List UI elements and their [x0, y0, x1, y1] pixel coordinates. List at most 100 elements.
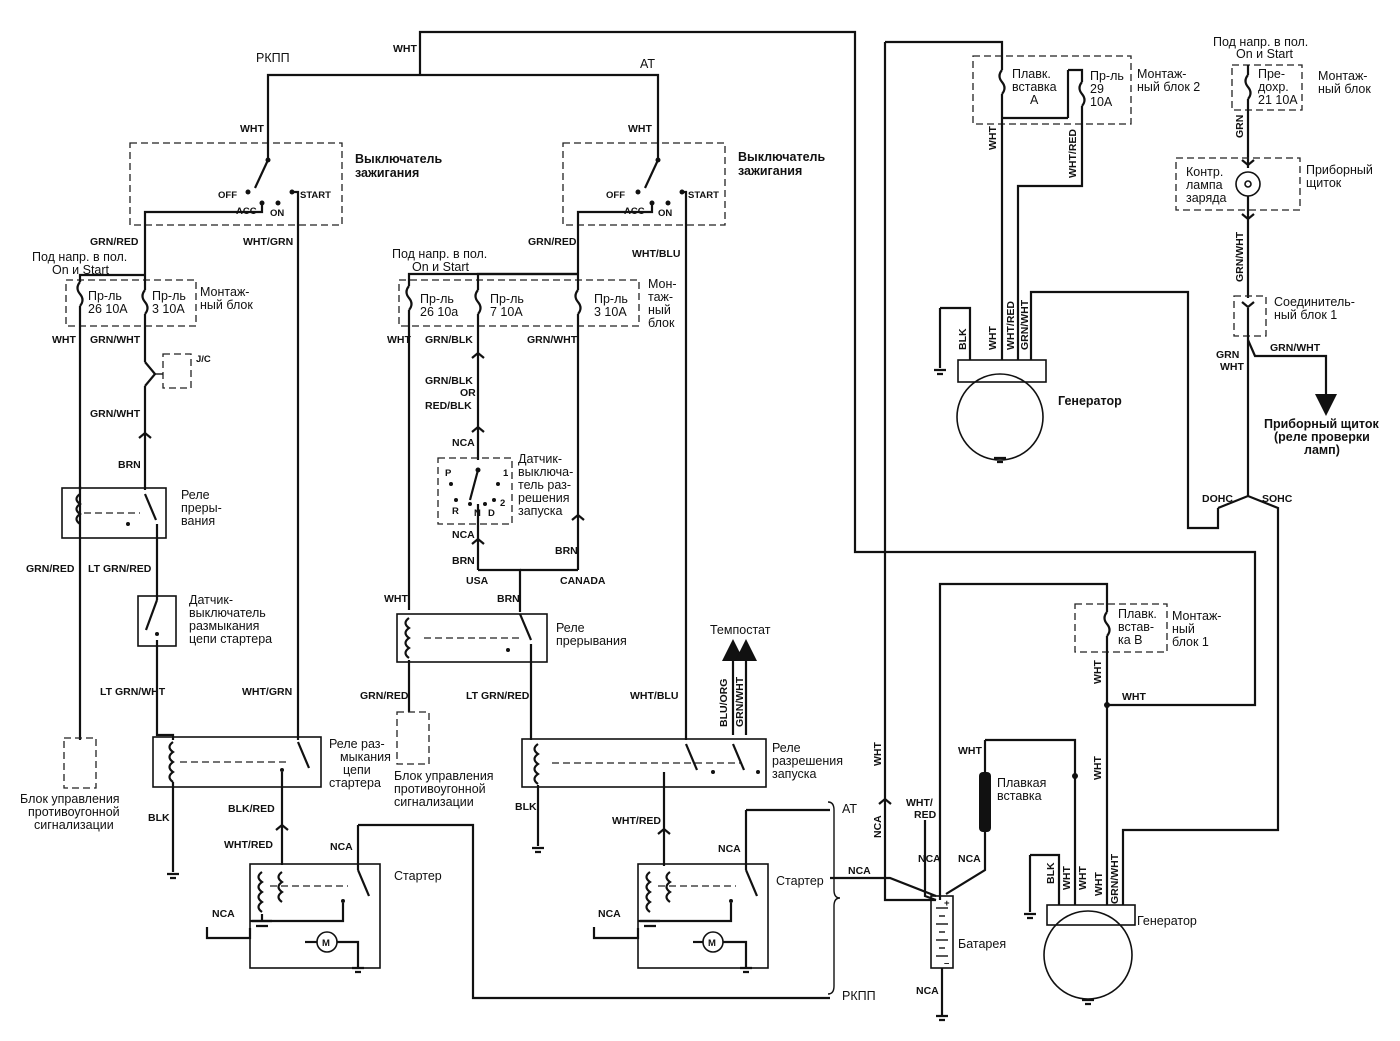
- cl-relay-l3: ламп): [1304, 443, 1340, 457]
- fusible-l1: Плавкая: [997, 776, 1046, 790]
- relay-perm-l3: запуска: [772, 767, 817, 781]
- wire-wht-14: WHT: [1061, 866, 1073, 890]
- wire-brn-4: BRN: [497, 593, 520, 605]
- pwr-r-1: Под напр. в пол.: [1213, 35, 1308, 49]
- wire-wht-grn-2: WHT/GRN: [242, 686, 292, 698]
- wire-wht-red-3: WHT/RED: [1067, 129, 1079, 178]
- wire-wht-grn-1: WHT/GRN: [243, 236, 293, 248]
- antitheft-l-1: Блок управления: [20, 792, 120, 806]
- permit-l3: тель раз-: [518, 478, 571, 492]
- right-section: Плавк. вставка A Пр-ль 29 10A Монтаж- ны…: [830, 35, 1380, 1022]
- relay-int-l3: вания: [181, 514, 215, 528]
- permit-l2: выключа-: [518, 465, 573, 479]
- sw-acc-r: ACC: [624, 206, 645, 217]
- wire-nca-11: NCA: [916, 985, 939, 997]
- wire-red-blk: RED/BLK: [425, 400, 472, 412]
- fuse7-l2: 7 10A: [490, 305, 523, 319]
- permit-l5: запуска: [518, 504, 563, 518]
- relay-open-l4: стартера: [329, 776, 381, 790]
- wire-wht-blu-1: WHT/BLU: [632, 248, 680, 260]
- fuse21-l2: дохр.: [1258, 80, 1289, 94]
- sw-start-l: START: [300, 190, 331, 201]
- ignition-switch-right: OFF ACC ON START Выключатель зажигания: [562, 142, 825, 228]
- permit-l1: Датчик-: [518, 452, 562, 466]
- fuse29-l3: 10A: [1090, 95, 1113, 109]
- middle-section: GRN/RED WHT/BLU Под напр. в пол. On и St…: [360, 228, 876, 1003]
- pos-2: 2: [500, 498, 505, 509]
- generator-top-label: Генератор: [1058, 394, 1122, 408]
- batt-plus: +: [944, 898, 950, 909]
- wire-blk-red-1: BLK/RED: [228, 803, 275, 815]
- fuse3b-l2: 3 10A: [594, 305, 627, 319]
- fusible-l2: вставка: [997, 789, 1042, 803]
- label-usa: USA: [466, 575, 489, 587]
- fuse26-l1: Пр-ль: [88, 289, 122, 303]
- wire-nca-2: NCA: [212, 908, 235, 920]
- wire-grn-blk-2: GRN/BLK: [425, 375, 473, 387]
- cl-relay-l2: (реле проверки: [1274, 430, 1370, 444]
- label-mt-2: РКПП: [842, 989, 876, 1003]
- wire-grn-wht-1: GRN/WHT: [90, 334, 141, 346]
- fuse29-l1: Пр-ль: [1090, 69, 1124, 83]
- ignition-switch-left: OFF ACC ON START Выключатель зажигания: [129, 142, 442, 228]
- wire-nca-10: NCA: [848, 865, 871, 877]
- pos-r: R: [452, 506, 459, 517]
- conn-l1: Соединитель-: [1274, 295, 1355, 309]
- wire-wht-16: WHT: [1093, 872, 1105, 896]
- fuse26a-l1: Пр-ль: [420, 292, 454, 306]
- mblock2-l2: таж-: [648, 290, 673, 304]
- relay-int-l2: преры-: [181, 501, 222, 515]
- ign-title-l2: зажигания: [355, 166, 419, 180]
- mb1-l3: блок 1: [1172, 635, 1209, 649]
- label-at-2: AT: [842, 802, 857, 816]
- sensor-l4: цепи стартера: [189, 632, 272, 646]
- fl-a-l3: A: [1030, 93, 1039, 107]
- wire-nca-5: NCA: [718, 843, 741, 855]
- wire-wht-2: WHT: [52, 334, 76, 346]
- cl-relay-l1: Приборный щиток: [1264, 417, 1380, 431]
- wire-or: OR: [460, 387, 476, 399]
- svg-text:M: M: [322, 938, 330, 949]
- wire-red-1: RED: [914, 809, 937, 821]
- wire-nca-1: NCA: [330, 841, 353, 853]
- starter-l: Стартер: [394, 869, 442, 883]
- mb-r-l1: Монтаж-: [1318, 69, 1367, 83]
- wire-grn-red-1: GRN/RED: [90, 236, 139, 248]
- mb-r-l2: ный блок: [1318, 82, 1371, 96]
- batt-minus: –: [944, 958, 949, 969]
- tempostat-label: Темпостат: [710, 623, 771, 637]
- wire-brn-2: BRN: [452, 555, 475, 567]
- relay-int2-l1: Реле: [556, 621, 585, 635]
- wire-blk-1: BLK: [148, 812, 170, 824]
- mblock-l-2: ный блок: [200, 298, 253, 312]
- fl-b-l3: ка B: [1118, 633, 1143, 647]
- wire-wht-4: WHT: [384, 593, 408, 605]
- relay-perm-l2: разрешения: [772, 754, 843, 768]
- fuse21-l1: Пре-: [1258, 67, 1285, 81]
- pwr-l-2: On и Start: [52, 263, 110, 277]
- lamp-l3: заряда: [1186, 191, 1227, 205]
- wire-grn-red-3: GRN/RED: [528, 236, 577, 248]
- wire-lt-grn-red-1: LT GRN/RED: [88, 563, 152, 575]
- mblock2-l3: ный: [648, 303, 671, 317]
- wire-wht-11: WHT: [958, 745, 982, 757]
- pwr-m-2: On и Start: [412, 260, 470, 274]
- lamp-l2: лампа: [1186, 178, 1223, 192]
- sensor-l2: выключатель: [189, 606, 266, 620]
- wire-grn-red-4: GRN/RED: [360, 690, 409, 702]
- relay-perm-l1: Реле: [772, 741, 801, 755]
- wire-wht-blu-2: WHT/BLU: [630, 690, 678, 702]
- battery-cells: [936, 907, 948, 957]
- left-section: GRN/RED WHT/GRN Под напр. в пол. On и St…: [20, 228, 830, 1000]
- wire-wht-8: WHT: [1092, 660, 1104, 684]
- svg-text:M: M: [708, 938, 716, 949]
- lamp-l1: Контр.: [1186, 165, 1223, 179]
- ign-title-l1: Выключатель: [355, 152, 442, 166]
- sw-off-l: OFF: [218, 190, 237, 201]
- wire-brn-3: BRN: [555, 545, 578, 557]
- wire-grn-blk-1: GRN/BLK: [425, 334, 473, 346]
- wire-lt-grn-red-2: LT GRN/RED: [466, 690, 530, 702]
- label-at: AT: [640, 57, 655, 71]
- fuse3-l1: Пр-ль: [152, 289, 186, 303]
- sw-off-r: OFF: [606, 190, 625, 201]
